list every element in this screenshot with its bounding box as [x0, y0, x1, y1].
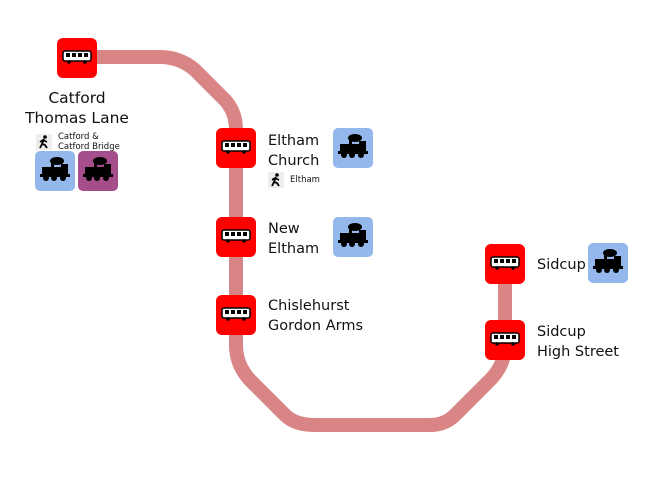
rail-interchange-purple[interactable]	[78, 151, 118, 191]
stop-name-line1: Eltham	[268, 133, 320, 149]
walk-text: Eltham	[290, 175, 320, 185]
stop-name-line1: Sidcup	[537, 257, 586, 273]
walk-connection-catford: Catford &Catford Bridge	[36, 132, 120, 152]
walk-text: Catford Bridge	[58, 142, 120, 152]
bus-stop-chislehurst-gordon-arms[interactable]	[216, 295, 256, 335]
stop-name-line2: High Street	[537, 344, 619, 360]
bus-stop-sidcup-high-street[interactable]	[485, 320, 525, 360]
stop-name-line2: Gordon Arms	[268, 318, 363, 334]
bus-icon	[490, 255, 520, 274]
stop-name-line2: Church	[268, 153, 320, 169]
bus-icon	[221, 139, 251, 158]
bus-stop-eltham-church[interactable]	[216, 128, 256, 168]
rail-interchange-blue[interactable]	[588, 243, 628, 283]
bus-icon	[221, 306, 251, 325]
stop-name-line1: Chislehurst	[268, 298, 350, 314]
stop-name-line1: Sidcup	[537, 324, 586, 340]
steam-train-icon	[82, 156, 114, 186]
stop-name-line1: New	[268, 221, 300, 237]
rail-interchange-blue[interactable]	[333, 128, 373, 168]
steam-train-icon	[39, 156, 71, 186]
rail-interchange-blue[interactable]	[333, 217, 373, 257]
steam-train-icon	[337, 133, 369, 163]
pedestrian-icon	[36, 134, 52, 150]
bus-icon	[62, 49, 92, 68]
walk-connection-eltham: Eltham	[268, 172, 320, 188]
rail-interchange-blue[interactable]	[35, 151, 75, 191]
pedestrian-icon	[268, 172, 284, 188]
bus-icon	[490, 331, 520, 350]
steam-train-icon	[592, 248, 624, 278]
stop-label-sidcup: Sidcup	[537, 255, 586, 275]
bus-stop-sidcup[interactable]	[485, 244, 525, 284]
bus-icon	[221, 228, 251, 247]
steam-train-icon	[337, 222, 369, 252]
bus-stop-new-eltham[interactable]	[216, 217, 256, 257]
stop-name-line2: Eltham	[268, 241, 320, 257]
walk-text: Catford &	[58, 132, 99, 142]
stop-name-line2: Thomas Lane	[25, 109, 129, 127]
stop-name-line1: Catford	[48, 89, 106, 107]
bus-stop-catford-thomas-lane[interactable]	[57, 38, 97, 78]
